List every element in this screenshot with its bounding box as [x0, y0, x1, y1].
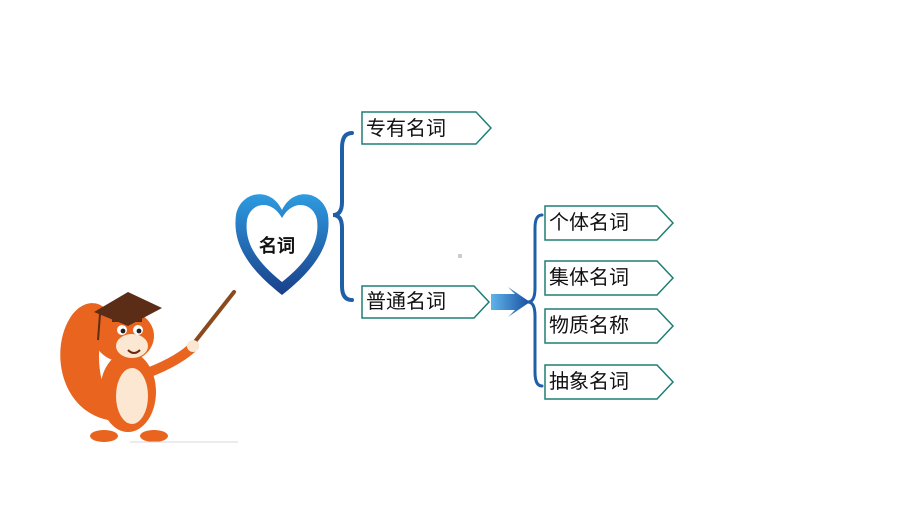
root-label: 名词: [259, 236, 295, 257]
subtype-label-individual: 个体名词: [549, 210, 629, 234]
branch-label-proper: 专有名词: [366, 116, 446, 140]
center-dot: [458, 254, 462, 258]
heart-icon: [235, 194, 329, 295]
individual-noun-box: [544, 205, 675, 241]
common-noun-box: [361, 285, 491, 319]
subtype-label-abstract: 抽象名词: [549, 369, 629, 393]
sub-brace: [527, 213, 544, 388]
abstract-noun-box: [544, 364, 675, 400]
squirrel-teacher-icon: [60, 290, 238, 443]
branch-label-common: 普通名词: [366, 289, 446, 313]
subtype-label-material: 物质名称: [549, 313, 629, 337]
material-noun-box: [544, 308, 675, 344]
main-brace: [332, 131, 354, 302]
collective-noun-box: [544, 260, 675, 296]
subtype-label-collective: 集体名词: [549, 265, 629, 289]
proper-noun-box: [361, 111, 493, 145]
arrow-icon: [491, 287, 530, 317]
